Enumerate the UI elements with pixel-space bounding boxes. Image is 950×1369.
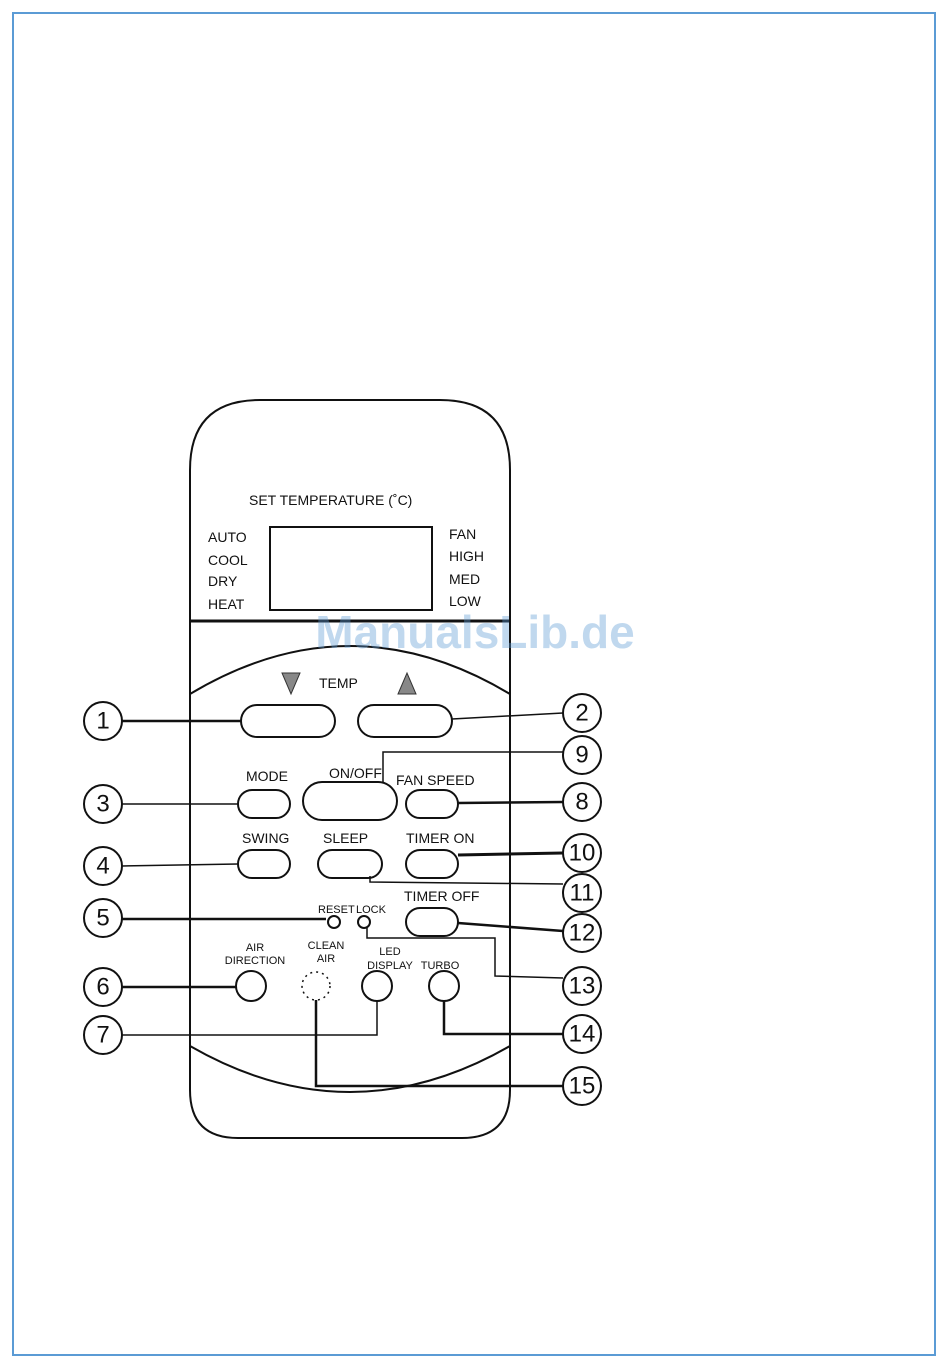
- swing-button[interactable]: [238, 850, 290, 878]
- callout-14: 14: [563, 1015, 601, 1053]
- callout-4: 4: [84, 847, 122, 885]
- lock-button[interactable]: [358, 916, 370, 928]
- timer-off-label: TIMER OFF: [404, 888, 479, 904]
- callout-12: 12: [563, 914, 601, 952]
- mode-heat: HEAT: [208, 596, 245, 612]
- callout-1: 1: [84, 702, 122, 740]
- watermark: ManualsLib.de: [315, 606, 634, 658]
- mode-auto: AUTO: [208, 529, 247, 545]
- air-direction-button[interactable]: [236, 971, 266, 1001]
- sleep-button[interactable]: [318, 850, 382, 878]
- led-display-button[interactable]: [362, 971, 392, 1001]
- svg-text:8: 8: [575, 789, 588, 816]
- clean-air-button[interactable]: [302, 972, 330, 1000]
- mode-cool: COOL: [208, 552, 248, 568]
- callout-15: 15: [563, 1067, 601, 1105]
- callout-9: 9: [563, 736, 601, 774]
- mode-dry: DRY: [208, 573, 238, 589]
- fan-label: FAN: [449, 526, 476, 542]
- timer-on-label: TIMER ON: [406, 830, 474, 846]
- on-off-label: ON/OFF: [329, 765, 382, 781]
- callout-6: 6: [84, 968, 122, 1006]
- swing-label: SWING: [242, 830, 289, 846]
- lcd-screen: [270, 527, 432, 610]
- clean-air-label-2: AIR: [317, 953, 335, 965]
- led-display-label-2: DISPLAY: [367, 960, 413, 972]
- sleep-label: SLEEP: [323, 830, 368, 846]
- callout-7: 7: [84, 1016, 122, 1054]
- led-display-label-1: LED: [379, 946, 400, 958]
- svg-text:6: 6: [96, 974, 109, 1001]
- svg-text:14: 14: [569, 1021, 596, 1048]
- svg-text:10: 10: [569, 840, 596, 867]
- svg-text:11: 11: [570, 880, 595, 907]
- clean-air-label-1: CLEAN: [308, 940, 345, 952]
- svg-text:12: 12: [569, 920, 596, 947]
- turbo-label: TURBO: [421, 960, 460, 972]
- turbo-button[interactable]: [429, 971, 459, 1001]
- air-direction-label-2: DIRECTION: [225, 955, 286, 967]
- callout-2: 2: [563, 694, 601, 732]
- mode-label: MODE: [246, 768, 288, 784]
- callout-8: 8: [563, 783, 601, 821]
- svg-text:15: 15: [569, 1073, 596, 1100]
- callout-11: 11: [563, 874, 601, 912]
- svg-text:3: 3: [96, 791, 109, 818]
- air-direction-label-1: AIR: [246, 942, 264, 954]
- fan-speed-label: FAN SPEED: [396, 772, 475, 788]
- temp-down-button[interactable]: [241, 705, 335, 737]
- timer-off-button[interactable]: [406, 908, 458, 936]
- callout-3: 3: [84, 785, 122, 823]
- temp-label: TEMP: [319, 675, 358, 691]
- temp-up-button[interactable]: [358, 705, 452, 737]
- timer-on-button[interactable]: [406, 850, 458, 878]
- fan-high: HIGH: [449, 548, 484, 564]
- svg-text:5: 5: [96, 905, 109, 932]
- callout-5: 5: [84, 899, 122, 937]
- on-off-button[interactable]: [303, 782, 397, 820]
- svg-text:13: 13: [569, 973, 596, 1000]
- reset-button[interactable]: [328, 916, 340, 928]
- display-title: SET TEMPERATURE (˚C): [249, 492, 412, 508]
- svg-text:1: 1: [96, 708, 109, 735]
- svg-text:4: 4: [96, 853, 109, 880]
- lock-label: LOCK: [356, 904, 387, 916]
- fan-med: MED: [449, 571, 480, 587]
- fan-speed-button[interactable]: [406, 790, 458, 818]
- svg-text:9: 9: [575, 742, 588, 769]
- svg-text:2: 2: [575, 700, 588, 727]
- reset-label: RESET: [318, 904, 355, 916]
- callout-13: 13: [563, 967, 601, 1005]
- mode-button[interactable]: [238, 790, 290, 818]
- callout-10: 10: [563, 834, 601, 872]
- svg-text:7: 7: [96, 1022, 109, 1049]
